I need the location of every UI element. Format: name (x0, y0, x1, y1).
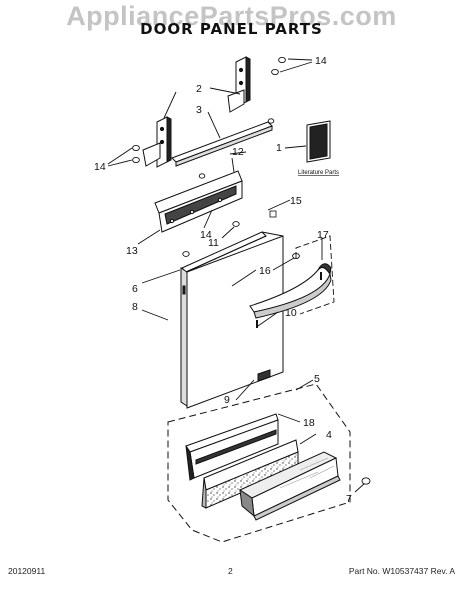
callout-4: 4 (326, 429, 332, 441)
watermark: AppliancePartsPros.com (66, 1, 397, 31)
hinge-bracket-left (142, 116, 172, 168)
footer-page-number: 2 (228, 566, 233, 576)
literature-parts (306, 120, 331, 163)
callout-14-top: 14 (315, 55, 327, 67)
callout-18: 18 (303, 417, 315, 429)
callout-3: 3 (196, 104, 202, 116)
callout-12: 12 (232, 146, 244, 158)
toe-panel-insert (185, 413, 279, 481)
callout-11: 11 (208, 237, 219, 249)
hinge-bracket-right (227, 56, 251, 113)
control-panel-bracket (154, 170, 243, 233)
callout-6: 6 (132, 283, 138, 295)
handle-dashed-outline (295, 235, 335, 315)
callout-13: 13 (126, 245, 138, 257)
callout-8: 8 (132, 301, 138, 313)
outer-door-panel (180, 231, 284, 409)
callout-15: 15 (290, 195, 302, 207)
callout-16: 16 (259, 265, 271, 277)
door-brace-bar (171, 121, 273, 167)
kick-plate (238, 451, 341, 521)
callout-14-mid: 14 (200, 229, 212, 241)
callout-9: 9 (224, 394, 230, 406)
callout-1: 1 (276, 142, 282, 154)
leader-lines (107, 58, 365, 493)
callout-7: 7 (346, 493, 352, 505)
door-handle (249, 263, 332, 319)
footer-date: 20120911 (8, 566, 46, 576)
footer-part-number: Part No. W10537437 Rev. A (348, 566, 455, 576)
callout-14-left: 14 (94, 161, 106, 173)
callout-5: 5 (314, 373, 320, 385)
callout-10: 10 (285, 307, 297, 319)
literature-label: Literature Parts (298, 170, 339, 176)
callout-2: 2 (196, 83, 202, 95)
callout-17: 17 (317, 229, 329, 241)
callout-numbers: 14 2 3 1 12 14 15 14 11 13 17 16 6 8 10 … (94, 55, 352, 505)
page-title: DOOR PANEL PARTS (140, 20, 323, 38)
small-marks (256, 210, 322, 328)
